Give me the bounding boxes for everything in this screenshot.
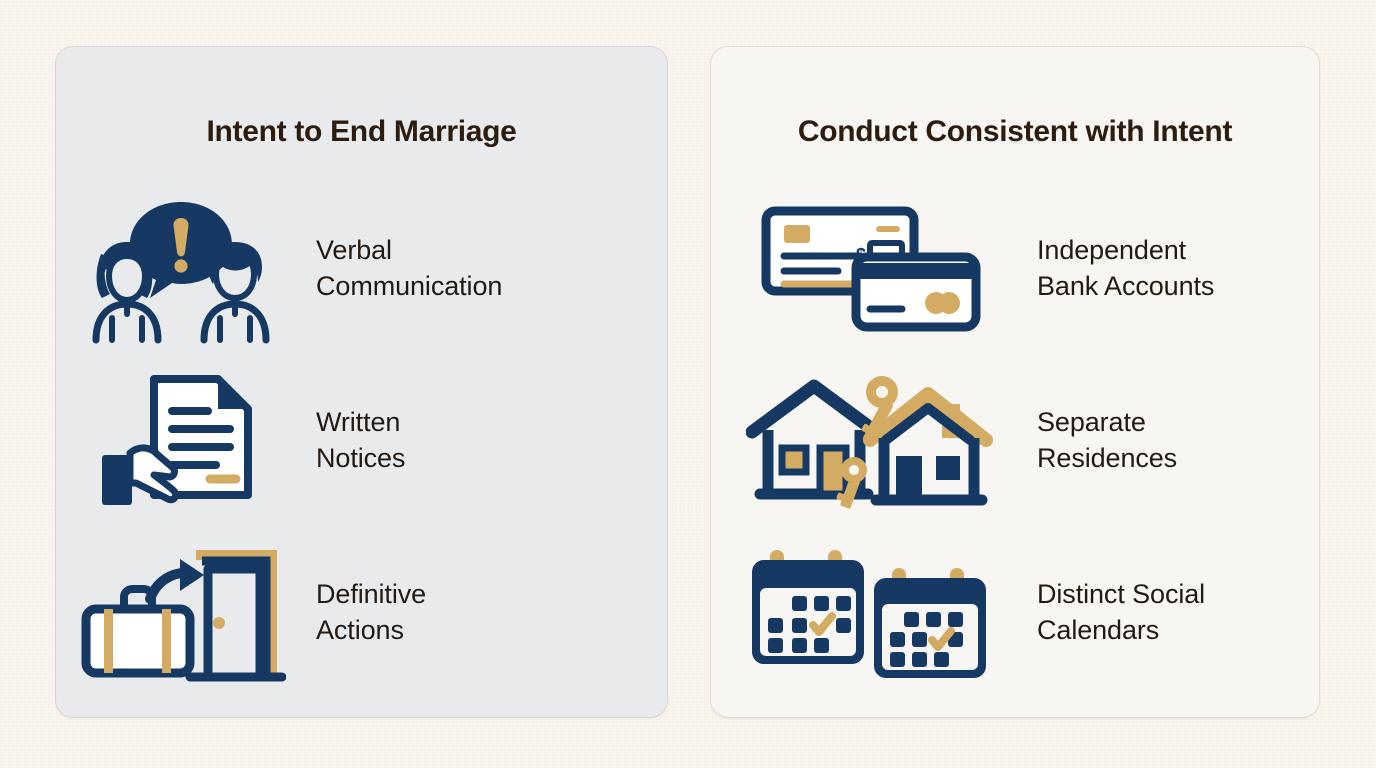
suitcase-door-exit-icon	[56, 543, 306, 683]
list-item: Distinct Social Calendars	[711, 527, 1319, 699]
list-item-label: Separate Residences	[1037, 405, 1177, 476]
list-item-label: Distinct Social Calendars	[1037, 577, 1205, 648]
list-item: Definitive Actions	[56, 527, 667, 699]
list-item-label-line2: Residences	[1037, 443, 1178, 473]
list-item-label-line1: Verbal	[316, 235, 392, 266]
intent-panel-rows: Verbal Communication	[56, 183, 667, 699]
two-calendars-icon	[711, 546, 1031, 681]
two-houses-keys-icon	[711, 374, 1031, 509]
list-item-label-line2: Bank Accounts	[1037, 271, 1215, 301]
list-item: Separate Residences	[711, 355, 1319, 527]
list-item-label-line1: Separate	[1037, 407, 1146, 438]
list-item-label-line2: Calendars	[1037, 615, 1160, 645]
list-item-label: Verbal Communication	[316, 233, 502, 304]
list-item: $ Independent Bank Accounts	[711, 183, 1319, 355]
intent-panel: Intent to End Marriage	[55, 46, 668, 718]
list-item-label: Definitive Actions	[316, 577, 426, 648]
intent-panel-title: Intent to End Marriage	[206, 115, 517, 148]
list-item-label-line1: Definitive	[316, 579, 427, 610]
list-item: Verbal Communication	[56, 183, 667, 355]
couple-speech-bubble-icon	[56, 194, 306, 344]
check-and-credit-card-icon: $	[711, 199, 1031, 339]
list-item-label: Independent Bank Accounts	[1037, 233, 1214, 304]
list-item: Written Notices	[56, 355, 667, 527]
list-item-label-line2: Communication	[316, 271, 503, 301]
list-item-label-line1: Distinct Social	[1037, 579, 1206, 610]
hand-holding-document-icon	[56, 371, 306, 511]
list-item-label-line2: Notices	[316, 443, 406, 473]
conduct-panel: Conduct Consistent with Intent $	[710, 46, 1320, 718]
list-item-label: Written Notices	[316, 405, 405, 476]
conduct-panel-title: Conduct Consistent with Intent	[797, 115, 1233, 148]
list-item-label-line1: Written	[316, 407, 401, 438]
list-item-label-line2: Actions	[316, 615, 404, 645]
list-item-label-line1: Independent	[1037, 235, 1187, 266]
conduct-panel-rows: $ Independent Bank Accounts	[711, 183, 1319, 699]
